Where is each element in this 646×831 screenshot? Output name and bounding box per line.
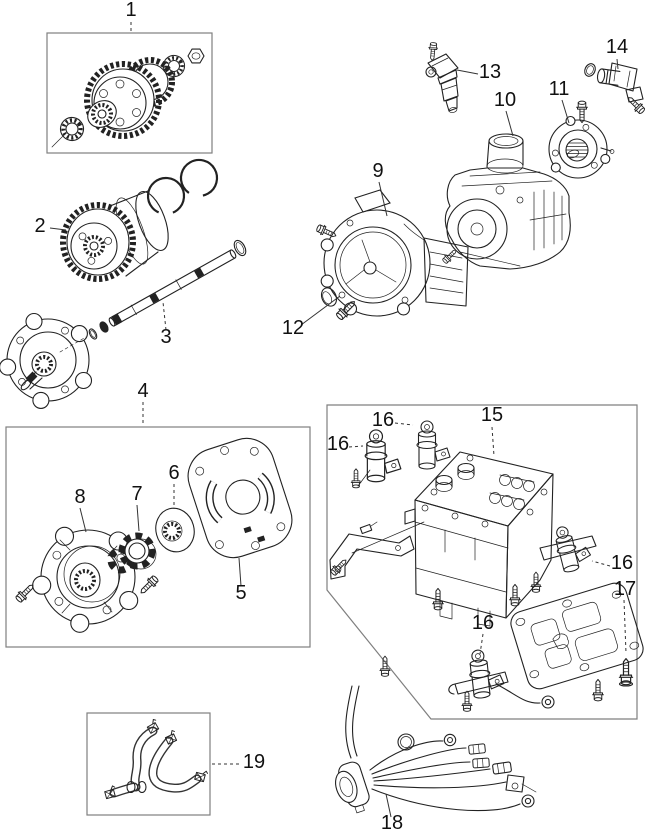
vb-bolt-3 <box>530 571 542 593</box>
pump-outer-rotor-art <box>118 532 157 570</box>
shaft-o-ring <box>233 239 247 257</box>
vb-bolt-6 <box>592 678 604 702</box>
oil-pump-housing-art <box>13 526 161 633</box>
callout-6: 6 <box>168 462 179 484</box>
callout-12: 12 <box>282 317 304 339</box>
output-gear-art <box>60 190 169 282</box>
snap-ring-outer <box>173 152 225 204</box>
vb-bolt-5 <box>461 690 473 712</box>
callout-15: 15 <box>481 404 503 426</box>
valve-body-art <box>404 451 554 627</box>
output-shaft-art <box>88 239 247 340</box>
solenoid-lower-art <box>448 647 555 709</box>
callout-16-upper-outer: 16 <box>327 433 349 455</box>
callout-10: 10 <box>494 89 516 111</box>
accumulator-caps <box>435 462 475 492</box>
case-bolt <box>440 246 460 266</box>
callout-3: 3 <box>160 326 171 348</box>
pump-inner-rotor-art <box>155 507 195 553</box>
vb-bolt-washer <box>618 657 634 687</box>
final-drive-gear-assembly-art <box>51 48 205 148</box>
callout-16-lower: 16 <box>472 612 494 634</box>
callout-8: 8 <box>74 486 85 508</box>
callout-13: 13 <box>479 61 501 83</box>
callout-4: 4 <box>137 380 148 402</box>
cover-bolt <box>576 100 588 124</box>
assembled-oil-pump-art <box>0 312 93 409</box>
transaxle-case-art <box>440 133 571 270</box>
pump-cover-plate-art <box>187 437 293 559</box>
bearing-front <box>53 110 91 148</box>
wiring-harness-art <box>335 685 537 814</box>
callout-5: 5 <box>235 582 246 604</box>
speed-sensor-art <box>584 62 646 116</box>
solenoid-upper-inner-art <box>416 420 451 470</box>
valve-body-gasket-art <box>510 582 644 690</box>
pulse-generator-art <box>425 41 459 113</box>
solenoid-right-art <box>539 521 597 575</box>
vb-bolt-2 <box>509 583 521 607</box>
frame-item-15 <box>326 404 638 720</box>
lock-nut <box>187 48 205 64</box>
pump-bolt-right <box>136 573 161 598</box>
hoses-art <box>103 718 209 800</box>
valve-body-bracket-art <box>328 521 425 580</box>
valve-spools <box>489 474 535 510</box>
bearing-rear <box>157 49 191 83</box>
callout-16-upper-inner: 16 <box>372 409 394 431</box>
leader-lines <box>49 22 627 818</box>
callout-7: 7 <box>131 483 142 505</box>
solenoid-upper-outer-art <box>350 429 402 489</box>
frame-item-19 <box>86 712 211 816</box>
callout-19: 19 <box>243 751 265 773</box>
callout-2: 2 <box>34 215 45 237</box>
callout-11: 11 <box>549 78 570 100</box>
snap-ring-inner <box>139 169 193 223</box>
frame-item-1 <box>46 32 213 154</box>
rear-cover-art <box>548 100 615 179</box>
callout-14: 14 <box>606 36 628 58</box>
callout-18: 18 <box>381 812 403 831</box>
callout-17: 17 <box>614 578 636 600</box>
callout-9: 9 <box>372 160 383 182</box>
frame-item-4 <box>5 426 311 648</box>
callout-1: 1 <box>125 0 136 21</box>
small-o-ring <box>88 328 98 340</box>
callout-16-right: 16 <box>611 552 633 574</box>
